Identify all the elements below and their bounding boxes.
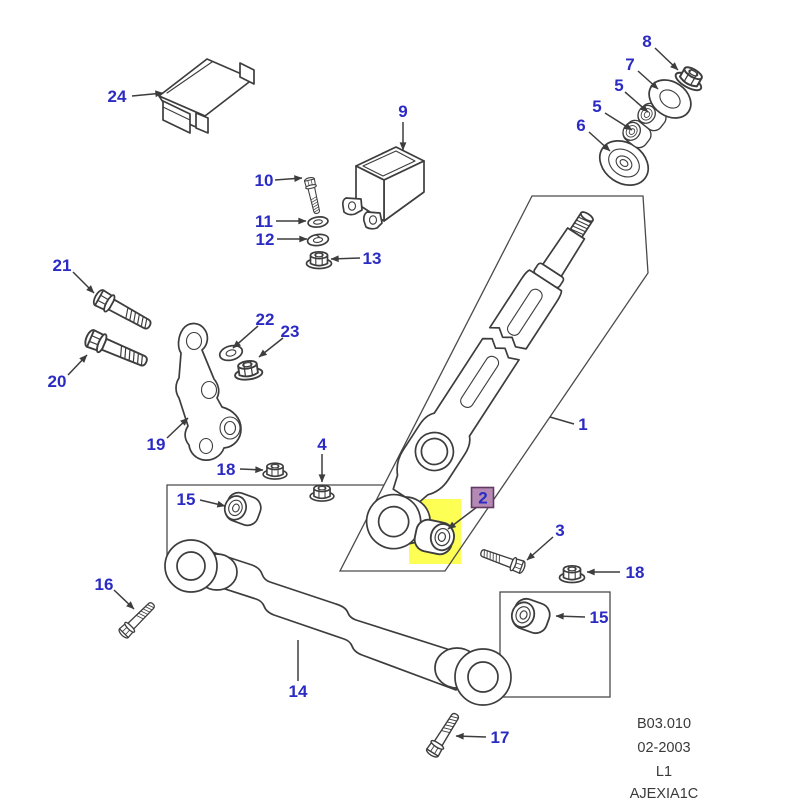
callout-7[interactable]: 7 xyxy=(625,55,634,74)
callout-22[interactable]: 22 xyxy=(256,310,275,329)
leader-5a xyxy=(624,91,649,113)
callout-11[interactable]: 11 xyxy=(255,212,273,231)
leader-17 xyxy=(455,732,487,740)
callout-21[interactable]: 21 xyxy=(53,256,72,275)
callout-2[interactable]: 2 xyxy=(478,489,487,508)
selected-callout-tag[interactable] xyxy=(470,486,495,509)
part-bracket-9 xyxy=(341,146,425,230)
part-lower-arm-14 xyxy=(164,539,512,706)
callout-15a[interactable]: 15 xyxy=(177,490,196,509)
part-washer-22 xyxy=(218,344,244,362)
doc-date: 02-2003 xyxy=(637,740,690,756)
part-lock-washer-12 xyxy=(306,233,330,247)
leader-5b xyxy=(604,112,633,131)
doc-sheet: L1 xyxy=(656,764,672,780)
callout-15b[interactable]: 15 xyxy=(590,608,609,627)
group-box-bushing-15 xyxy=(499,591,611,698)
leader-18a xyxy=(239,466,264,474)
leader-2 xyxy=(447,506,478,530)
leader-6 xyxy=(588,131,611,152)
leader-3 xyxy=(526,536,554,561)
leader-8 xyxy=(654,47,679,71)
callout-3[interactable]: 3 xyxy=(555,521,564,540)
doc-reference-block: B03.010 02-2003 L1 AJEXIA1C xyxy=(630,716,699,800)
callout-19[interactable]: 19 xyxy=(147,435,166,454)
callout-10[interactable]: 10 xyxy=(255,171,274,190)
part-nut-4 xyxy=(309,484,335,502)
callout-20[interactable]: 20 xyxy=(48,372,67,391)
leader-19 xyxy=(166,417,189,439)
part-bracket-24 xyxy=(158,58,255,134)
part-nut-13 xyxy=(305,250,333,270)
callout-labels: 1 2 3 4 5 5 6 7 8 9 10 11 12 13 14 15 15… xyxy=(48,32,652,747)
callout-18b[interactable]: 18 xyxy=(626,563,645,582)
callout-5a[interactable]: 5 xyxy=(614,76,623,95)
callout-9[interactable]: 9 xyxy=(398,102,407,121)
part-nut-18a xyxy=(262,462,288,480)
leader-21 xyxy=(72,271,95,294)
callout-4[interactable]: 4 xyxy=(317,435,327,454)
leader-7 xyxy=(637,70,659,90)
callout-12[interactable]: 12 xyxy=(256,230,275,249)
callout-17[interactable]: 17 xyxy=(491,728,510,747)
leader-20 xyxy=(67,354,88,376)
part-cup-washer-6 xyxy=(598,139,650,187)
callout-1[interactable]: 1 xyxy=(578,415,587,434)
callout-23[interactable]: 23 xyxy=(281,322,300,341)
callout-18a[interactable]: 18 xyxy=(217,460,236,479)
part-nut-18b xyxy=(558,564,586,584)
leader-24 xyxy=(131,90,164,98)
doc-code: B03.010 xyxy=(637,716,691,732)
doc-ref: AJEXIA1C xyxy=(630,786,699,800)
part-washer-7 xyxy=(648,79,692,119)
callout-24[interactable]: 24 xyxy=(108,87,127,106)
part-radius-arm-1 xyxy=(365,211,594,550)
leader-lines xyxy=(67,47,679,740)
leader-1 xyxy=(549,416,575,425)
part-bracket-19 xyxy=(175,322,242,461)
leader-13 xyxy=(330,255,361,263)
callout-16[interactable]: 16 xyxy=(95,575,114,594)
leader-10 xyxy=(274,175,303,182)
leader-22 xyxy=(232,325,259,349)
callout-14[interactable]: 14 xyxy=(289,682,308,701)
leader-16 xyxy=(113,589,135,610)
callout-13[interactable]: 13 xyxy=(363,249,382,268)
group-box-arm-14 xyxy=(166,484,384,575)
callout-8[interactable]: 8 xyxy=(642,32,651,51)
callout-6[interactable]: 6 xyxy=(576,116,585,135)
leader-15a xyxy=(199,499,226,508)
callout-5b[interactable]: 5 xyxy=(592,97,601,116)
leader-23 xyxy=(258,337,284,358)
leader-15b xyxy=(555,612,586,620)
